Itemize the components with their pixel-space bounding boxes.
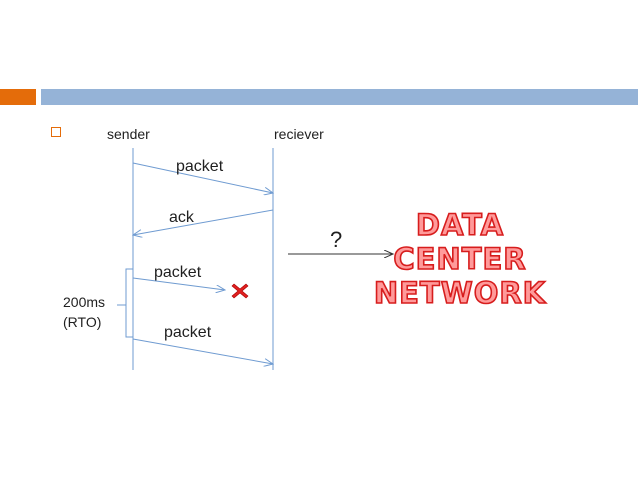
header-accent-blue — [41, 89, 638, 105]
message-arrow-ack — [133, 209, 274, 235]
message-arrow-packet-lost — [132, 277, 225, 290]
message-label-packet-1: packet — [176, 158, 224, 175]
data-center-network-callout: DATA CENTER NETWORK — [355, 207, 565, 311]
callout-line-2: NETWORK — [373, 275, 547, 311]
timeout-bracket — [125, 268, 133, 338]
message-arrow-packet-retransmit — [132, 338, 273, 364]
receiver-label: reciever — [274, 126, 324, 142]
message-label-ack: ack — [169, 209, 194, 226]
header-accent-orange — [0, 89, 36, 105]
timeout-label-value: 200ms — [63, 294, 106, 310]
message-label-packet-lost: packet — [154, 264, 202, 281]
message-arrow-packet-1 — [132, 162, 273, 193]
sender-label: sender — [107, 126, 150, 142]
callout-line-1: DATA CENTER — [393, 207, 527, 277]
bullet-square-icon — [51, 127, 61, 137]
message-label-packet-retransmit: packet — [164, 324, 212, 341]
red-x-icon — [231, 283, 249, 299]
question-mark: ? — [330, 227, 343, 252]
timeout-label-rto: (RTO) — [63, 314, 102, 330]
